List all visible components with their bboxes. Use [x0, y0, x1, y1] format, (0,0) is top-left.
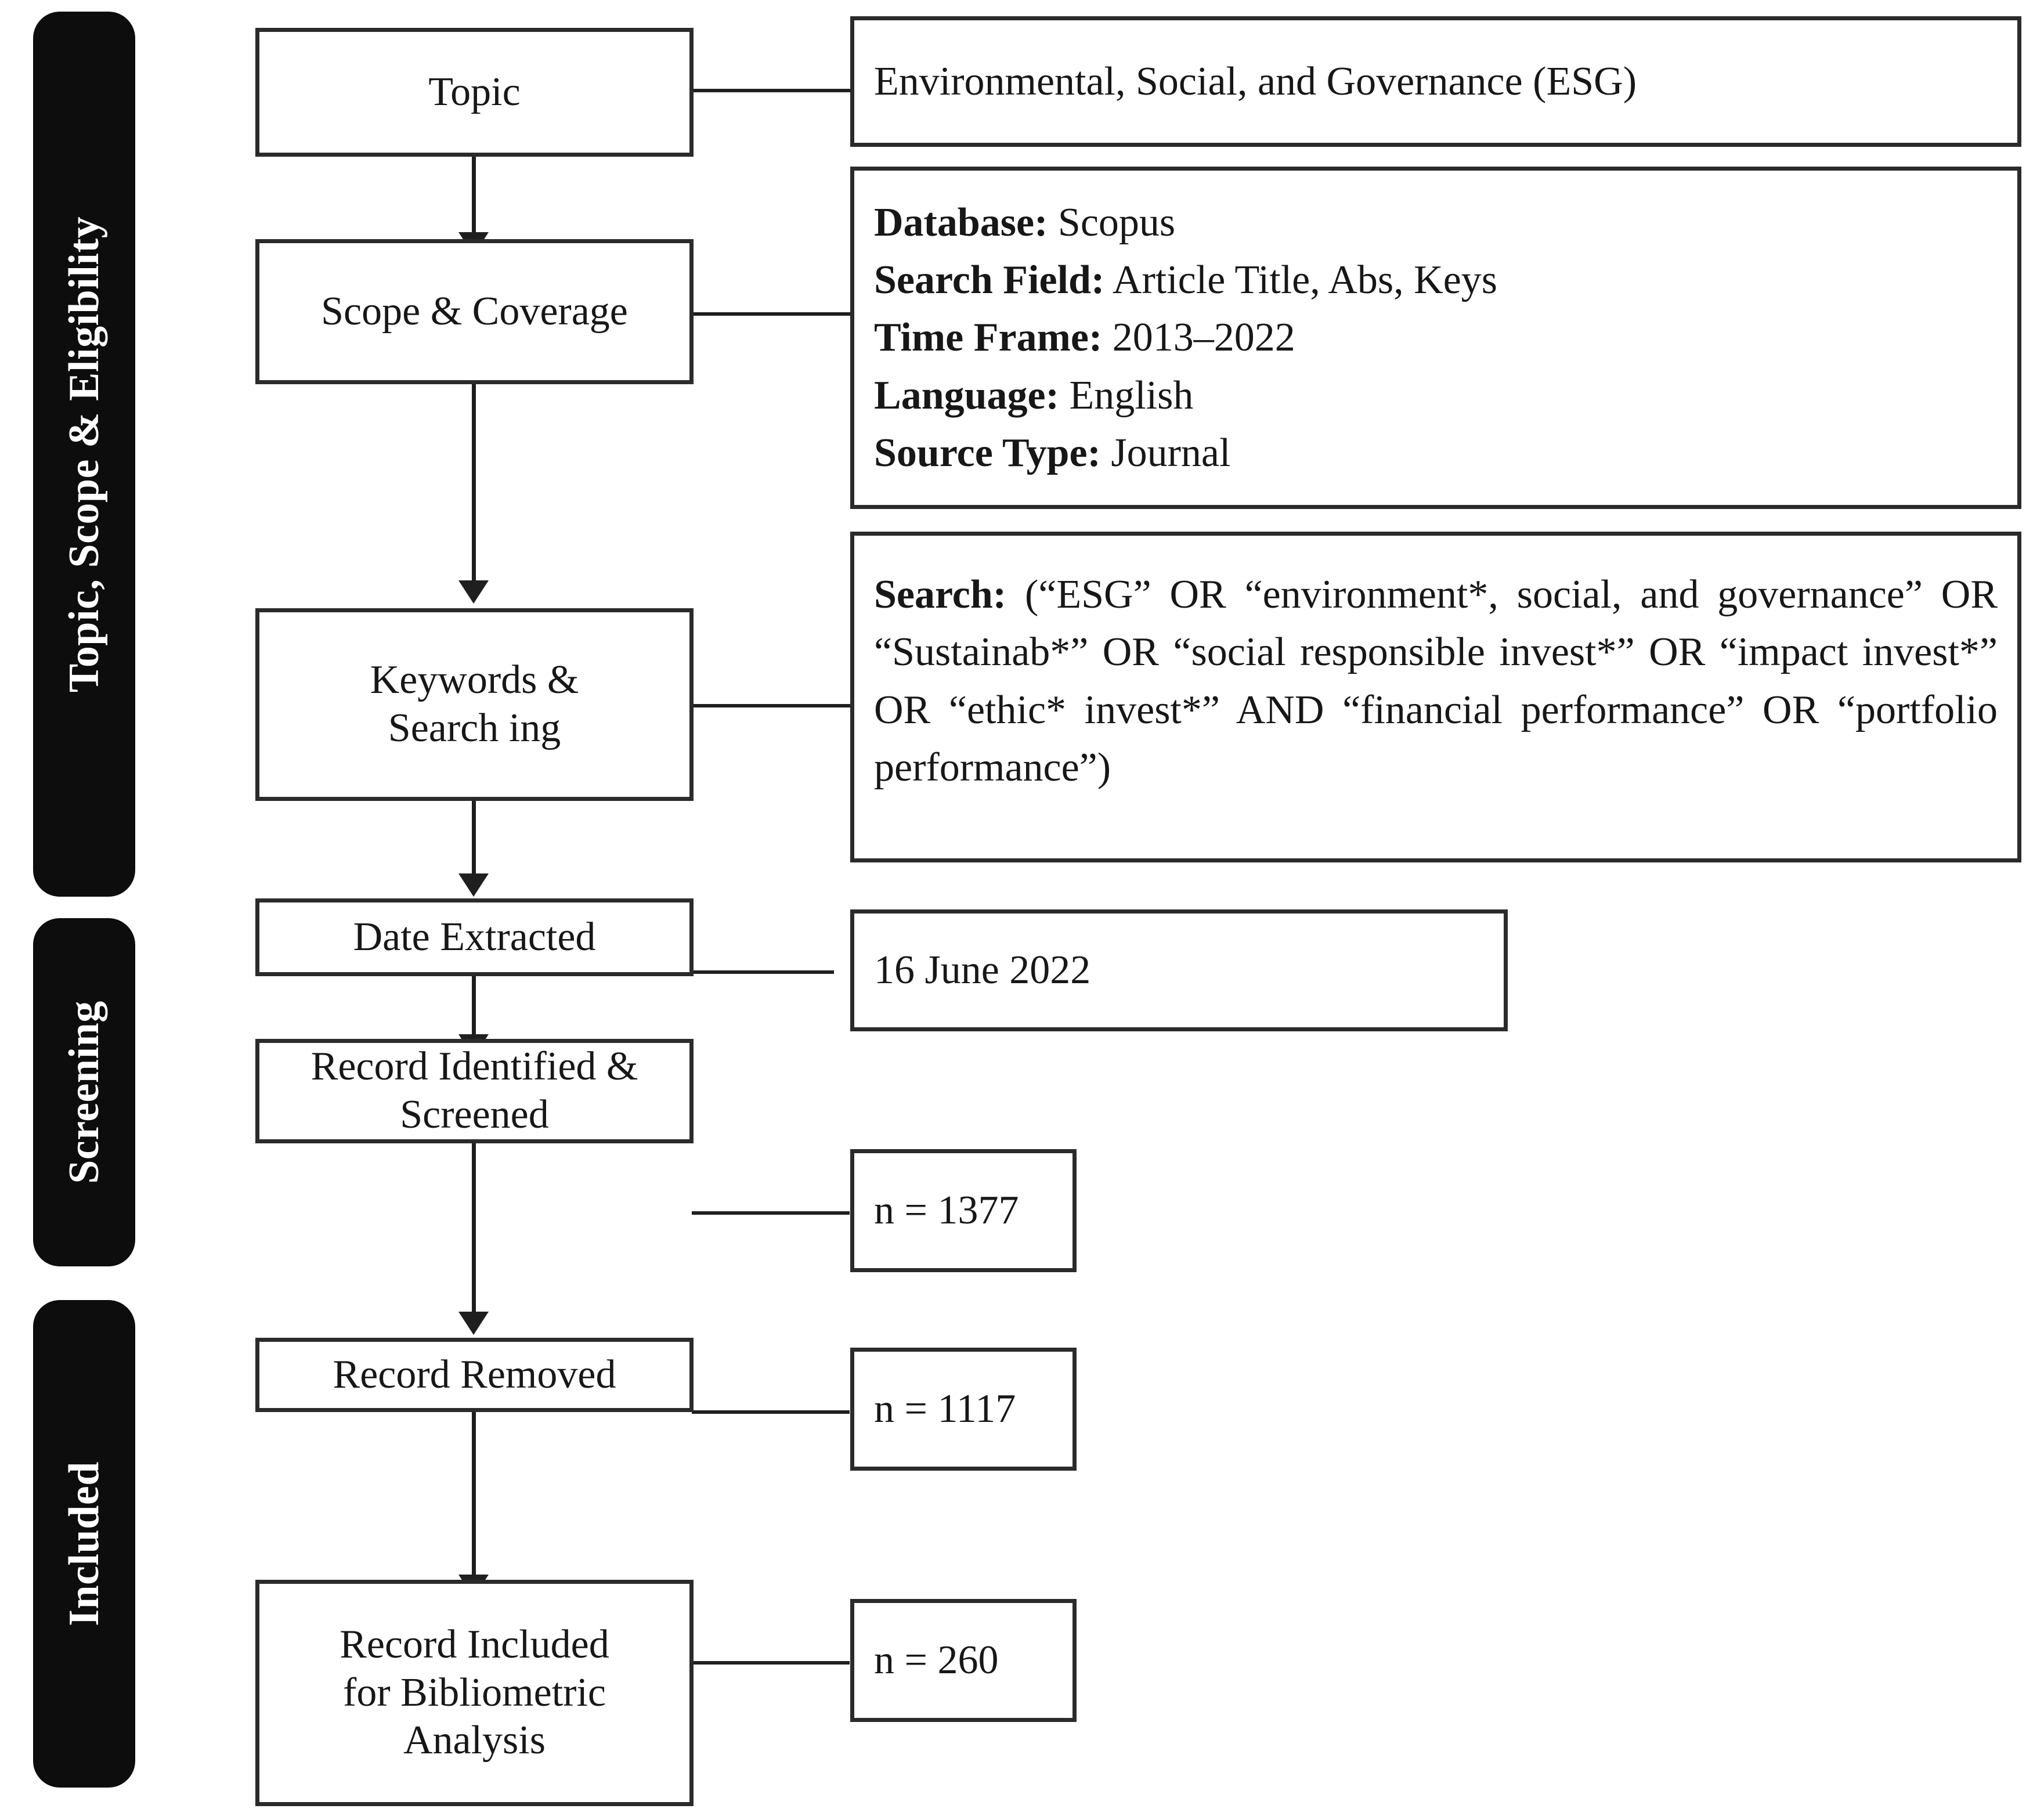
- node-topic[interactable]: Topic: [255, 28, 694, 157]
- arrowhead-keywords-to-date: [458, 873, 489, 897]
- detail-scope-row: Database: Scopus: [874, 194, 1998, 251]
- node-record-identified-screened[interactable]: Record Identified & Screened: [255, 1039, 694, 1143]
- leader-removed-to-count: [692, 1410, 850, 1414]
- detail-count-text: n = 1117: [874, 1387, 1016, 1432]
- node-keywords-searching[interactable]: Keywords & Search ing: [255, 608, 694, 801]
- detail-count-text: n = 1377: [874, 1188, 1019, 1233]
- connector-scope-to-keywords: [472, 383, 476, 580]
- detail-search-value: (“ESG” OR “environment*, social, and gov…: [874, 572, 1998, 790]
- node-record-included[interactable]: Record Included for Bibliometric Analysi…: [255, 1580, 694, 1806]
- detail-search-text: Search: (“ESG” OR “environment*, social,…: [854, 536, 2017, 797]
- detail-scope-key: Language:: [874, 373, 1059, 418]
- node-label: Record Identified & Screened: [310, 1044, 638, 1137]
- detail-scope-row: Search Field: Article Title, Abs, Keys: [874, 251, 1998, 309]
- node-date-extracted[interactable]: Date Extracted: [255, 898, 694, 976]
- node-label: Date Extracted: [353, 914, 596, 959]
- arrowhead-identified-to-removed: [458, 1312, 489, 1335]
- detail-scope-key: Source Type:: [874, 431, 1101, 476]
- detail-scope-key: Time Frame:: [874, 315, 1103, 360]
- detail-scope-row: Source Type: Journal: [874, 424, 1998, 482]
- detail-scope-row: Language: English: [874, 367, 1998, 424]
- stage-bar-topic-scope-eligibility: Topic, Scope & Eligibility: [33, 12, 135, 897]
- connector-date-to-identified: [472, 975, 476, 1039]
- connector-removed-to-included: [472, 1411, 476, 1580]
- connector-keywords-to-date: [472, 800, 476, 878]
- detail-topic-value: Environmental, Social, and Governance (E…: [850, 16, 2021, 147]
- detail-topic-text: Environmental, Social, and Governance (E…: [874, 59, 1637, 104]
- node-scope-coverage[interactable]: Scope & Coverage: [255, 239, 694, 384]
- connector-identified-to-removed: [472, 1142, 476, 1316]
- connector-topic-to-scope: [472, 157, 476, 238]
- leader-scope-to-detail: [692, 312, 853, 316]
- node-label: Keywords & Search ing: [370, 658, 579, 750]
- detail-count-removed: n = 1117: [850, 1348, 1077, 1471]
- detail-search-query: Search: (“ESG” OR “environment*, social,…: [850, 532, 2021, 862]
- detail-count-text: n = 260: [874, 1638, 999, 1683]
- detail-date-text: 16 June 2022: [874, 948, 1091, 993]
- detail-scope-list: Database: Scopus Search Field: Article T…: [854, 194, 2017, 482]
- node-label: Scope & Coverage: [321, 288, 628, 334]
- node-label: Topic: [428, 69, 521, 114]
- detail-date-extracted: 16 June 2022: [850, 909, 1508, 1031]
- detail-scope-row: Time Frame: 2013–2022: [874, 309, 1998, 366]
- detail-scope-key: Search Field:: [874, 257, 1105, 302]
- detail-scope-value: Journal: [1111, 431, 1231, 476]
- detail-scope-key: Database:: [874, 200, 1048, 245]
- leader-date-to-detail: [692, 970, 834, 974]
- detail-search-key: Search:: [874, 572, 1007, 617]
- stage-bar-included: Included: [33, 1300, 135, 1788]
- leader-keywords-to-detail: [692, 704, 853, 707]
- leader-identified-to-count: [692, 1211, 850, 1215]
- stage-bar-label: Screening: [60, 1001, 109, 1184]
- detail-scope-value: Scopus: [1057, 200, 1176, 245]
- detail-scope-value: 2013–2022: [1112, 315, 1295, 360]
- detail-count-included: n = 260: [850, 1599, 1077, 1722]
- stage-bar-screening: Screening: [33, 918, 135, 1266]
- arrowhead-scope-to-keywords: [458, 580, 489, 604]
- detail-scope-value: English: [1069, 373, 1194, 418]
- stage-bar-label: Included: [60, 1461, 109, 1626]
- node-label: Record Included for Bibliometric Analysi…: [340, 1622, 609, 1763]
- node-record-removed[interactable]: Record Removed: [255, 1338, 694, 1412]
- detail-count-identified-screened: n = 1377: [850, 1149, 1077, 1272]
- detail-scope-value: Article Title, Abs, Keys: [1112, 257, 1498, 302]
- detail-scope-coverage: Database: Scopus Search Field: Article T…: [850, 167, 2021, 509]
- stage-bar-label: Topic, Scope & Eligibility: [60, 216, 108, 692]
- node-label: Record Removed: [333, 1352, 616, 1397]
- leader-included-to-count: [692, 1661, 850, 1665]
